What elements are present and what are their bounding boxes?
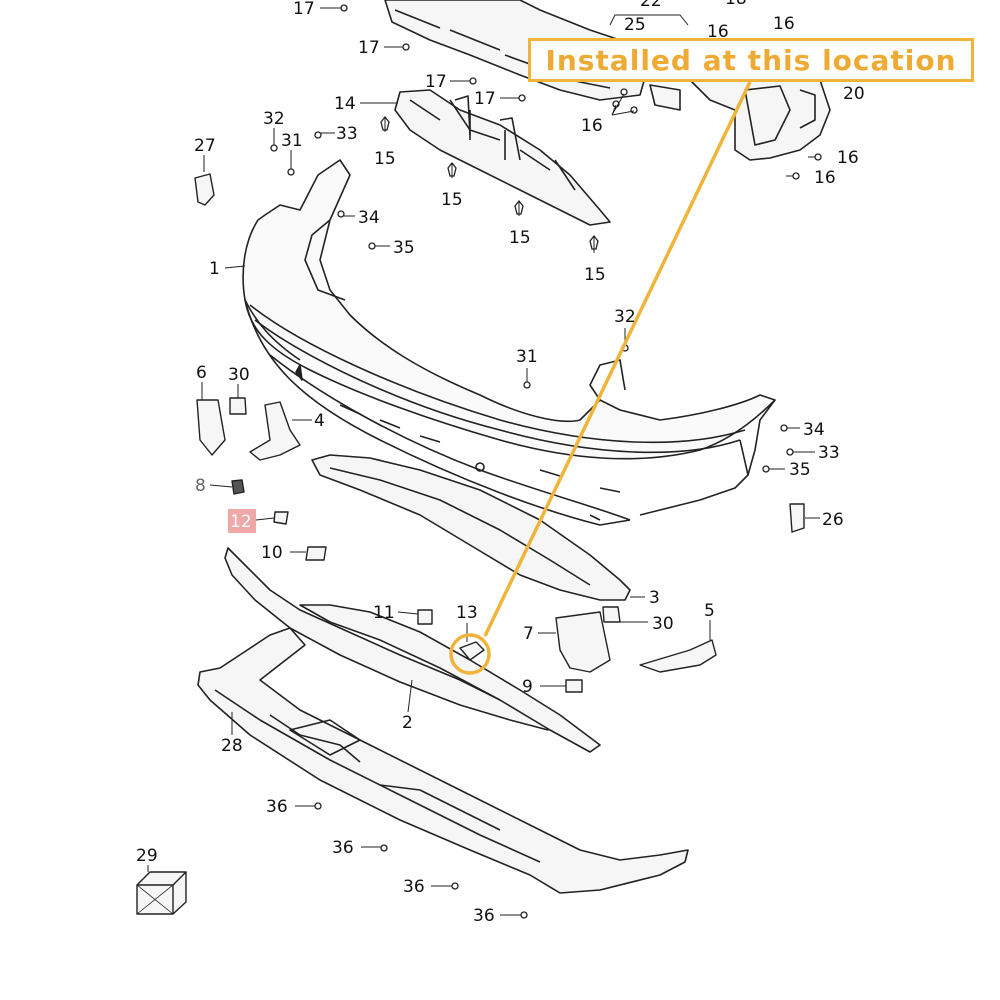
label-36: 36 (332, 838, 354, 858)
label-15: 15 (509, 228, 531, 248)
label-16: 16 (773, 14, 795, 34)
label-25: 25 (624, 15, 646, 35)
label-20: 20 (843, 84, 865, 104)
label-35: 35 (789, 460, 811, 480)
part-4 (249, 401, 301, 461)
fastener-33a (314, 131, 322, 139)
part-12 (273, 511, 289, 525)
label-15: 15 (584, 265, 606, 285)
label-10: 10 (261, 543, 283, 563)
label-31: 31 (516, 347, 538, 367)
fastener-34b (780, 424, 788, 432)
part-11 (417, 609, 433, 625)
label-28: 28 (221, 736, 243, 756)
part-5 (639, 639, 717, 673)
callout-box: Installed at this location (528, 38, 974, 82)
part-30a (229, 397, 247, 415)
label-29: 29 (136, 846, 158, 866)
leader-lines (147, 7, 820, 916)
diffuser-28 (197, 627, 689, 894)
label-2: 2 (402, 713, 413, 733)
label-17: 17 (293, 0, 315, 19)
label-11: 11 (373, 603, 395, 623)
label-15: 15 (441, 190, 463, 210)
fastener-36b (380, 844, 388, 852)
fastener-35b (762, 465, 770, 473)
label-17: 17 (358, 38, 380, 58)
part-8 (231, 479, 245, 495)
part-30b (602, 606, 621, 623)
grille-insert-3 (311, 454, 631, 601)
label-36: 36 (266, 797, 288, 817)
label-5: 5 (704, 601, 715, 621)
part-13 (459, 641, 485, 661)
label-30: 30 (652, 614, 674, 634)
label-1: 1 (209, 259, 220, 279)
bracket-right-20 (649, 69, 831, 161)
fastener-31a (287, 168, 295, 176)
part-6 (196, 399, 226, 456)
part-27 (194, 173, 215, 206)
fastener-36a (314, 802, 322, 810)
label-15: 15 (374, 149, 396, 169)
label-32: 32 (614, 307, 636, 327)
bracket-assembly-upper (384, 0, 651, 226)
label-4: 4 (314, 411, 325, 431)
fastener-33b (786, 448, 794, 456)
part-7 (555, 611, 611, 673)
fastener-36d (520, 911, 528, 919)
box-29 (136, 871, 187, 915)
fastener-31b (523, 381, 531, 389)
label-12: 12 (230, 512, 252, 532)
label-16: 16 (837, 148, 859, 168)
label-3: 3 (649, 588, 660, 608)
label-27: 27 (194, 136, 216, 156)
label-31: 31 (281, 131, 303, 151)
part-10 (305, 546, 327, 561)
label-16: 16 (707, 22, 729, 42)
fastener-32a (270, 144, 278, 152)
label-16: 16 (814, 168, 836, 188)
bumper-cover-1 (242, 159, 776, 526)
label-16: 16 (581, 116, 603, 136)
label-9: 9 (522, 677, 533, 697)
part-26 (789, 503, 805, 533)
part-9 (565, 679, 583, 693)
fastener-34a (337, 210, 345, 218)
highlight-12 (228, 509, 256, 533)
label-26: 26 (822, 510, 844, 530)
callout-text: Installed at this location (545, 43, 957, 77)
label-17: 17 (425, 72, 447, 92)
label-14: 14 (334, 94, 356, 114)
label-35: 35 (393, 238, 415, 258)
callout-pointer (449, 81, 752, 675)
label-36: 36 (403, 877, 425, 897)
small-parts (194, 173, 805, 693)
callout-labels: 17 17 17 17 14 15 15 15 15 16 16 16 16 1… (136, 0, 865, 926)
label-36: 36 (473, 906, 495, 926)
label-34: 34 (803, 420, 825, 440)
molding-strip-2 (224, 547, 601, 753)
label-34: 34 (358, 208, 380, 228)
label-32: 32 (263, 109, 285, 129)
label-8: 8 (195, 476, 206, 496)
fastener-35a (368, 242, 376, 250)
fastener-36c (451, 882, 459, 890)
clips-17 (340, 4, 526, 102)
label-22: 22 (640, 0, 662, 11)
label-30: 30 (228, 365, 250, 385)
label-6: 6 (196, 363, 207, 383)
label-7: 7 (523, 624, 534, 644)
label-18: 18 (725, 0, 747, 9)
label-17: 17 (474, 89, 496, 109)
label-13: 13 (456, 603, 478, 623)
label-33: 33 (336, 124, 358, 144)
label-33: 33 (818, 443, 840, 463)
